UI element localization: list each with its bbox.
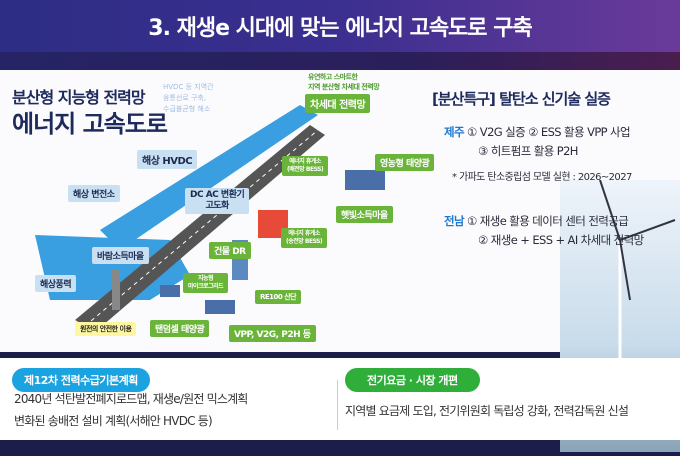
title-strip <box>0 52 680 70</box>
market-line: 지역별 요금제 도입, 전기위원회 독립성 강화, 전력감독원 신설 <box>345 404 629 418</box>
nuclear-plant <box>112 270 120 310</box>
diagram-heading-main: 에너지 고속도로 <box>12 110 168 138</box>
jeju-note: * 가파도 탄소중립섬 모델 실현 : 2026~2027 <box>452 172 632 183</box>
label-wind-village: 바람소득마을 <box>92 247 149 264</box>
label-nuclear: 원전의 안전한 이용 <box>75 322 137 336</box>
label-vpp: VPP, V2G, P2H 등 <box>229 325 316 342</box>
hvdc-note: HVDC 등 지역간 융통선로 구축, 수급불균형 해소 <box>163 83 214 113</box>
label-offshore-wind: 해상풍력 <box>35 275 77 292</box>
page-title: 3. 재생e 시대에 맞는 에너지 고속도로 구축 <box>148 16 532 41</box>
label-re100: RE100 산단 <box>255 290 302 304</box>
solar-panels <box>345 170 385 190</box>
jeju-label: 제주 <box>444 125 465 139</box>
jeonnam-label: 전남 <box>444 214 465 228</box>
label-offshore-hvdc: 해상 HVDC <box>137 150 198 169</box>
road <box>75 125 325 332</box>
label-offshore-substation: 해상 변전소 <box>68 185 120 202</box>
market-badge: 전기요금 · 시장 개편 <box>345 368 480 392</box>
label-bess-trans: 에너지 휴게소(송전망 BESS) <box>281 228 328 248</box>
label-tandem-solar: 탠덤셀 태양광 <box>150 320 210 337</box>
label-building-dr: 건물 DR <box>209 242 251 259</box>
divider <box>337 380 338 430</box>
plan-line: 2040년 석탄발전폐지로드맵, 재생e/원전 믹스계획 <box>14 392 248 406</box>
label-agri-solar: 영농형 태양광 <box>375 154 435 171</box>
bottom-panel: 제12차 전력수급기본계획 2040년 석탄발전폐지로드맵, 재생e/원전 믹스… <box>0 358 680 440</box>
diagram-heading: 분산형 지능형 전력망 <box>12 88 146 107</box>
right-panel: [분산특구] 탈탄소 신기술 실증 제주 ① V2G 실증 ② ESS 활용 V… <box>432 90 644 247</box>
plan-line: 변화된 송배전 설비 계획(서해안 HVDC 등) <box>14 414 213 428</box>
smart-note: 지역 분산형 차세대 전력망 <box>308 83 380 91</box>
title-bar: 3. 재생e 시대에 맞는 에너지 고속도로 구축 <box>0 0 680 52</box>
plan-badge: 제12차 전력수급기본계획 <box>12 368 150 392</box>
label-next-grid: 차세대 전력망 <box>305 94 371 113</box>
label-bess-dist: 에너지 휴게소(배전망 BESS) <box>282 156 329 176</box>
label-sun-village: 햇빛소득마을 <box>336 206 393 223</box>
right-heading: [분산특구] 탈탄소 신기술 실증 <box>432 90 611 108</box>
smart-note: 유연하고 스마트한 <box>308 73 358 81</box>
hvdc-line <box>100 105 318 250</box>
